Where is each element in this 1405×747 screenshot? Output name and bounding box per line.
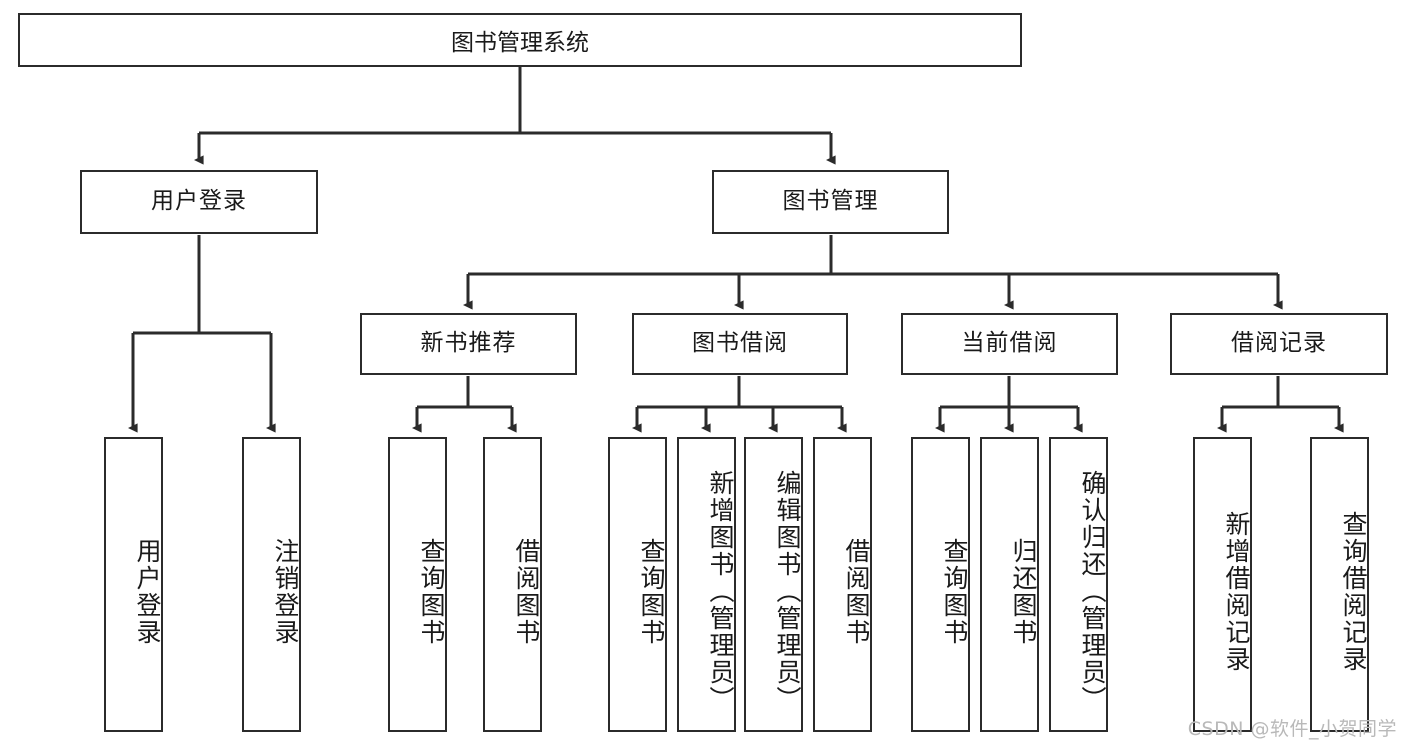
leaf-logout[interactable]: 注销登录 — [242, 437, 301, 732]
leaf-query-book-3-label: 查询图书 — [940, 537, 969, 646]
node-book-manage-label: 图书管理 — [782, 188, 879, 215]
node-borrow-record[interactable]: 借阅记录 — [1170, 313, 1388, 375]
leaf-borrow-book-1-label: 借阅图书 — [512, 537, 541, 646]
leaf-return-book[interactable]: 归还图书 — [980, 437, 1039, 732]
node-new-book-recommend[interactable]: 新书推荐 — [360, 313, 577, 375]
leaf-query-record-label: 查询借阅记录 — [1339, 510, 1368, 673]
node-root-label: 图书管理系统 — [451, 30, 589, 56]
node-book-borrow[interactable]: 图书借阅 — [632, 313, 848, 375]
node-current-borrow[interactable]: 当前借阅 — [901, 313, 1118, 375]
leaf-query-book-2-label: 查询图书 — [637, 537, 666, 646]
leaf-add-record-label: 新增借阅记录 — [1222, 510, 1251, 673]
leaf-add-book-label: 新增图书（管理员） — [706, 470, 735, 713]
leaf-user-login[interactable]: 用户登录 — [104, 437, 163, 732]
leaf-user-login-label: 用户登录 — [133, 537, 162, 646]
leaf-query-book-1-label: 查询图书 — [417, 537, 446, 646]
leaf-query-book-2[interactable]: 查询图书 — [608, 437, 667, 732]
node-book-borrow-label: 图书借阅 — [692, 330, 788, 357]
watermark: CSDN @软件_小贺同学 — [1187, 718, 1397, 740]
node-borrow-record-label: 借阅记录 — [1231, 330, 1327, 357]
leaf-confirm-return[interactable]: 确认归还（管理员） — [1049, 437, 1108, 732]
leaf-query-book-1[interactable]: 查询图书 — [388, 437, 447, 732]
leaf-add-book[interactable]: 新增图书（管理员） — [677, 437, 736, 732]
leaf-add-record[interactable]: 新增借阅记录 — [1193, 437, 1252, 732]
leaf-query-book-3[interactable]: 查询图书 — [911, 437, 970, 732]
leaf-borrow-book-2[interactable]: 借阅图书 — [813, 437, 872, 732]
node-current-borrow-label: 当前借阅 — [961, 330, 1058, 357]
leaf-confirm-return-label: 确认归还（管理员） — [1078, 470, 1107, 713]
node-new-book-recommend-label: 新书推荐 — [420, 330, 517, 357]
leaf-logout-label: 注销登录 — [271, 537, 300, 646]
node-book-manage[interactable]: 图书管理 — [712, 170, 949, 234]
leaf-edit-book-label: 编辑图书（管理员） — [773, 470, 802, 713]
node-root[interactable]: 图书管理系统 — [18, 13, 1022, 67]
leaf-edit-book[interactable]: 编辑图书（管理员） — [744, 437, 803, 732]
node-user-login[interactable]: 用户登录 — [80, 170, 318, 234]
leaf-return-book-label: 归还图书 — [1009, 537, 1038, 646]
leaf-borrow-book-1[interactable]: 借阅图书 — [483, 437, 542, 732]
leaf-query-record[interactable]: 查询借阅记录 — [1310, 437, 1369, 732]
node-user-login-label: 用户登录 — [151, 188, 247, 215]
leaf-borrow-book-2-label: 借阅图书 — [842, 537, 871, 646]
